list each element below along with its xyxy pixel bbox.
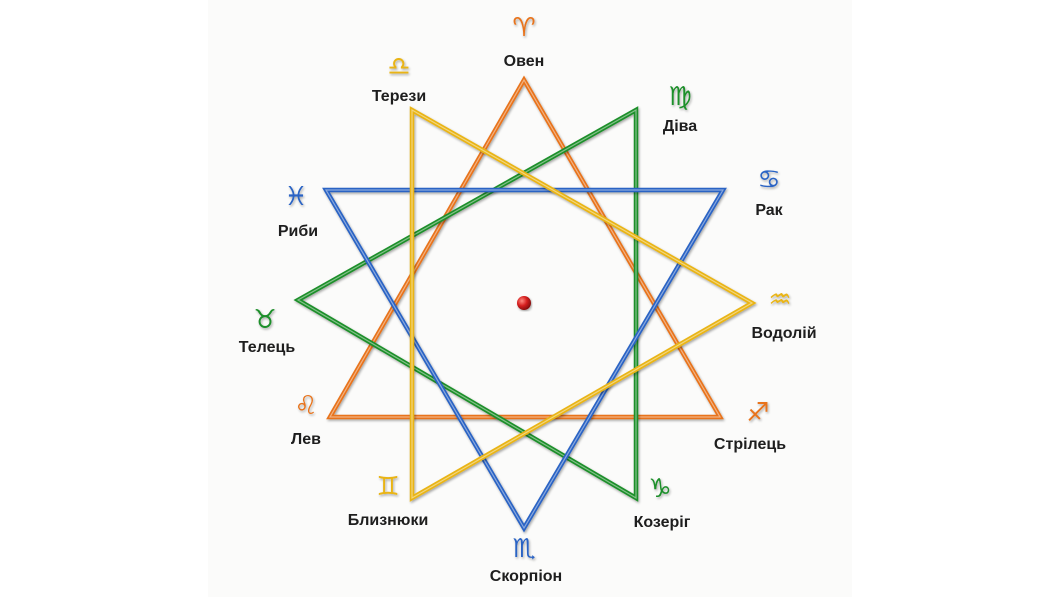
sign-label-cancer: Рак [755,202,783,219]
sign-label-scorpio: Скорпіон [490,568,562,585]
sign-label-taurus: Телець [239,339,296,356]
sign-label-aries: Овен [504,53,545,70]
taurus-icon: ♉ [253,305,276,335]
yellow-triangle-highlight [411,108,754,500]
sign-cancer: ♋ Рак [755,165,783,219]
blue-triangle-highlight [324,189,725,530]
aries-icon: ♈ [512,13,535,43]
center-dot [517,296,531,310]
sign-label-virgo: Діва [663,118,697,135]
sign-pisces: ♓ Риби [278,182,318,240]
green-triangle [293,106,639,502]
sign-capricorn: ♑ Козеріг [634,474,691,531]
sign-label-pisces: Риби [278,223,318,240]
sign-label-gemini: Близнюки [348,512,429,529]
aquarius-icon: ♒ [768,285,791,315]
leo-icon: ♌ [294,391,317,421]
sign-leo: ♌ Лев [291,391,321,448]
green-triangle-highlight [296,108,637,500]
gemini-icon: ♊ [376,472,399,502]
blue-triangle [322,187,727,533]
sign-label-capricorn: Козеріг [634,514,691,531]
triangles-layer [293,75,757,533]
sign-label-leo: Лев [291,431,321,448]
virgo-icon: ♍ [668,82,691,112]
pisces-icon: ♓ [284,182,307,212]
yellow-triangle [409,106,757,502]
sign-sagittarius: ♐ Стрілець [714,398,786,453]
sign-label-sagittarius: Стрілець [714,436,786,453]
sign-libra: ♎ Терези [372,52,426,105]
sign-taurus: ♉ Телець [239,305,296,356]
libra-icon: ♎ [387,52,410,82]
capricorn-icon: ♑ [648,474,671,504]
sagittarius-icon: ♐ [746,398,769,428]
yellow-triangle-outline [409,106,757,502]
sign-aries: ♈ Овен [504,13,545,70]
sign-label-aquarius: Водолій [751,325,816,342]
cancer-icon: ♋ [757,165,780,195]
green-triangle-outline [293,106,639,502]
sign-aquarius: ♒ Водолій [751,285,816,342]
sign-scorpio: ♏ Скорпіон [490,534,562,585]
signs-layer: ♈ Овен ♍ Діва ♋ Рак ♒ Водолій ♐ Стрілець ♑ Козеріг ♏… [239,13,817,585]
orange-triangle [326,75,724,420]
sign-label-libra: Терези [372,88,426,105]
orange-triangle-highlight [328,78,722,418]
sign-gemini: ♊ Близнюки [348,472,429,529]
scorpio-icon: ♏ [512,534,535,564]
sign-virgo: ♍ Діва [663,82,697,135]
